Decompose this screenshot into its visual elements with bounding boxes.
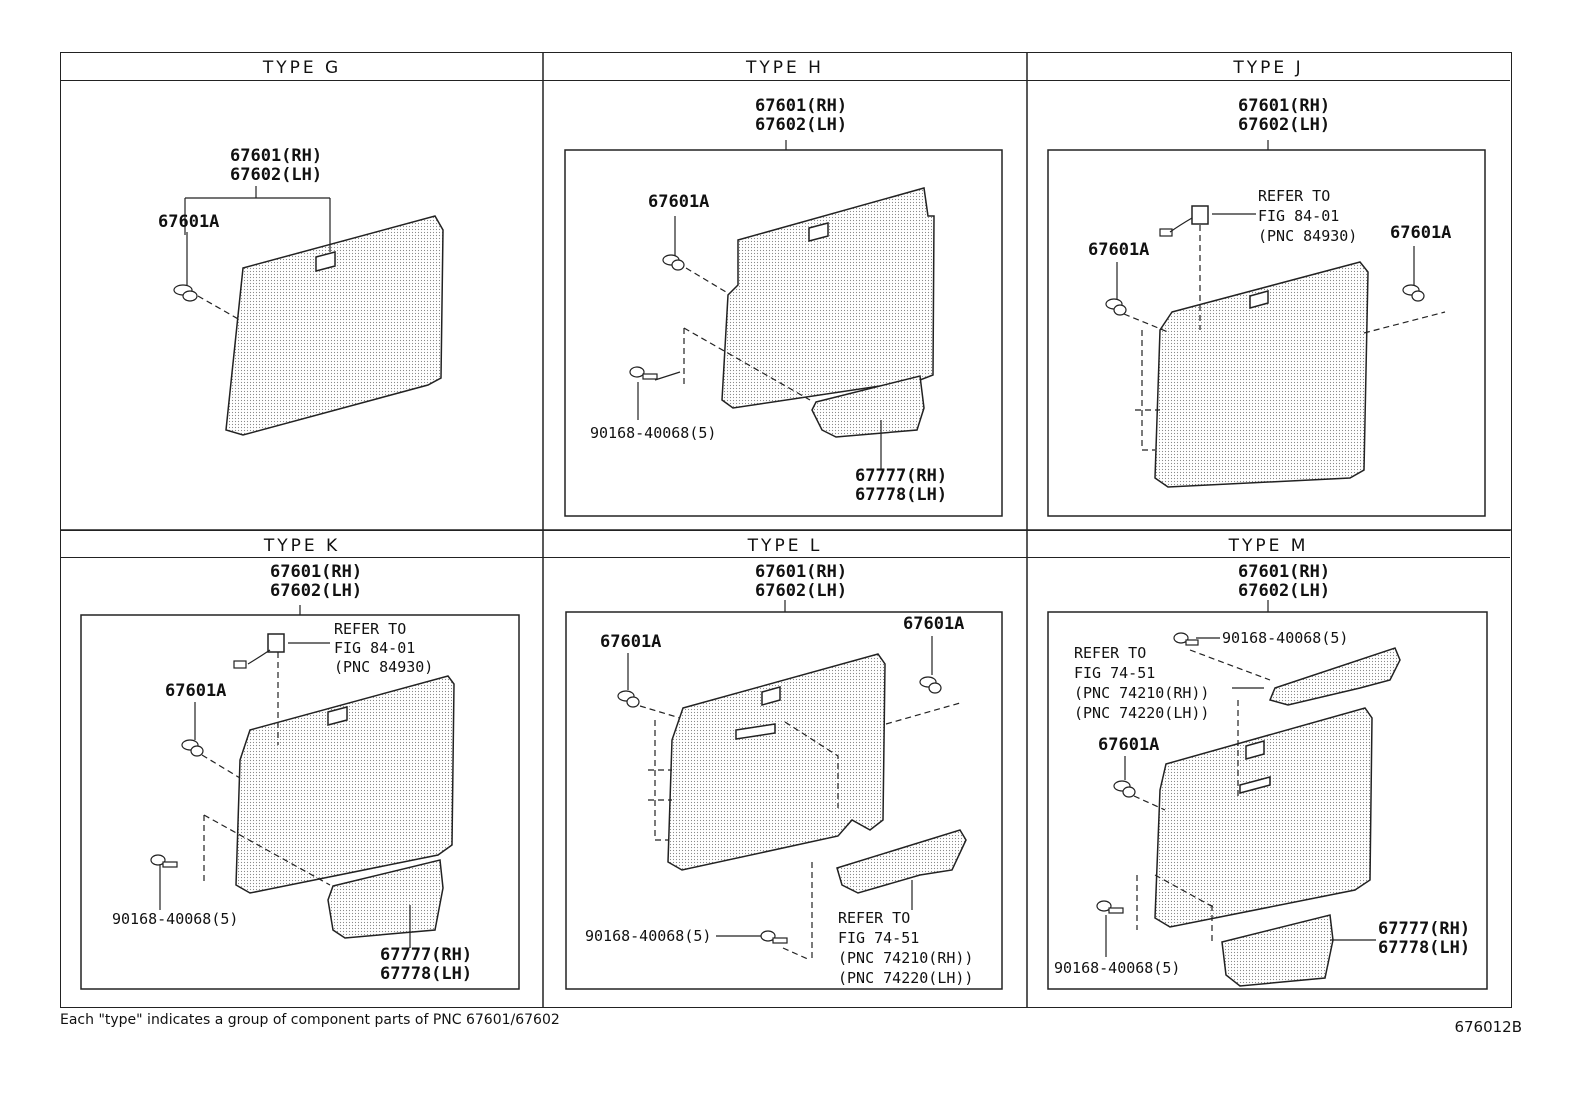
type-k-refer-2: FIG 84-01 (334, 639, 416, 657)
type-g-part-rh: 67601(RH) (230, 146, 323, 166)
type-m-armrest-lh: 67778(LH) (1378, 938, 1471, 958)
type-g-part-lh: 67602(LH) (230, 165, 323, 185)
type-m-part-rh: 67601(RH) (1238, 562, 1331, 582)
type-l-part-rh: 67601(RH) (755, 562, 848, 582)
type-g-clip-icon (173, 284, 198, 302)
type-j-part-lh: 67602(LH) (1238, 115, 1331, 135)
type-k-armrest-rh: 67777(RH) (380, 945, 473, 965)
type-g-title: TYPE G (61, 53, 543, 81)
type-m-screw-bottom: 90168-40068(5) (1054, 959, 1181, 977)
type-h-title: TYPE H (543, 53, 1027, 81)
type-k-armrest-lh: 67778(LH) (380, 964, 473, 984)
type-j-title: TYPE J (1027, 53, 1510, 81)
type-j-clip-left: 67601A (1088, 240, 1150, 260)
type-m-part-lh: 67602(LH) (1238, 581, 1331, 601)
type-h-armrest-rh: 67777(RH) (855, 466, 948, 486)
type-h-screw: 90168-40068(5) (590, 424, 717, 442)
type-h-armrest-lh: 67778(LH) (855, 485, 948, 505)
type-h-clip: 67601A (648, 192, 710, 212)
type-l-refer-1: REFER TO (838, 909, 911, 927)
type-l-refer-4: (PNC 74220(LH)) (838, 969, 974, 987)
type-m-refer-4: (PNC 74220(LH)) (1074, 704, 1210, 722)
type-l-clip-right: 67601A (903, 614, 965, 634)
type-m-refer-3: (PNC 74210(RH)) (1074, 684, 1210, 702)
type-l-refer-3: (PNC 74210(RH)) (838, 949, 974, 967)
type-l-part-lh: 67602(LH) (755, 581, 848, 601)
type-j-part-rh: 67601(RH) (1238, 96, 1331, 116)
figure-code: 676012B (1454, 1018, 1522, 1036)
type-g-door-panel (225, 215, 444, 436)
type-k-clip: 67601A (165, 681, 227, 701)
type-l-clip-left: 67601A (600, 632, 662, 652)
type-j-refer-2: FIG 84-01 (1258, 207, 1340, 225)
footer-note: Each "type" indicates a group of compone… (60, 1012, 560, 1028)
type-k-refer-1: REFER TO (334, 620, 407, 638)
type-l-screw: 90168-40068(5) (585, 927, 712, 945)
type-g-clip: 67601A (158, 212, 220, 232)
type-h-part-lh: 67602(LH) (755, 115, 848, 135)
type-m-screw-top: 90168-40068(5) (1222, 629, 1349, 647)
type-k-refer-3: (PNC 84930) (334, 658, 434, 676)
type-l-refer-2: FIG 74-51 (838, 929, 920, 947)
type-m-refer-1: REFER TO (1074, 644, 1147, 662)
type-m-armrest-rh: 67777(RH) (1378, 919, 1471, 939)
type-k-part-rh: 67601(RH) (270, 562, 363, 582)
type-m-refer-2: FIG 74-51 (1074, 664, 1156, 682)
type-h-part-rh: 67601(RH) (755, 96, 848, 116)
type-j-refer-1: REFER TO (1258, 187, 1331, 205)
type-k-screw: 90168-40068(5) (112, 910, 239, 928)
type-m-clip: 67601A (1098, 735, 1160, 755)
type-j-clip-right: 67601A (1390, 223, 1452, 243)
type-j-refer-3: (PNC 84930) (1258, 227, 1358, 245)
type-k-part-lh: 67602(LH) (270, 581, 363, 601)
